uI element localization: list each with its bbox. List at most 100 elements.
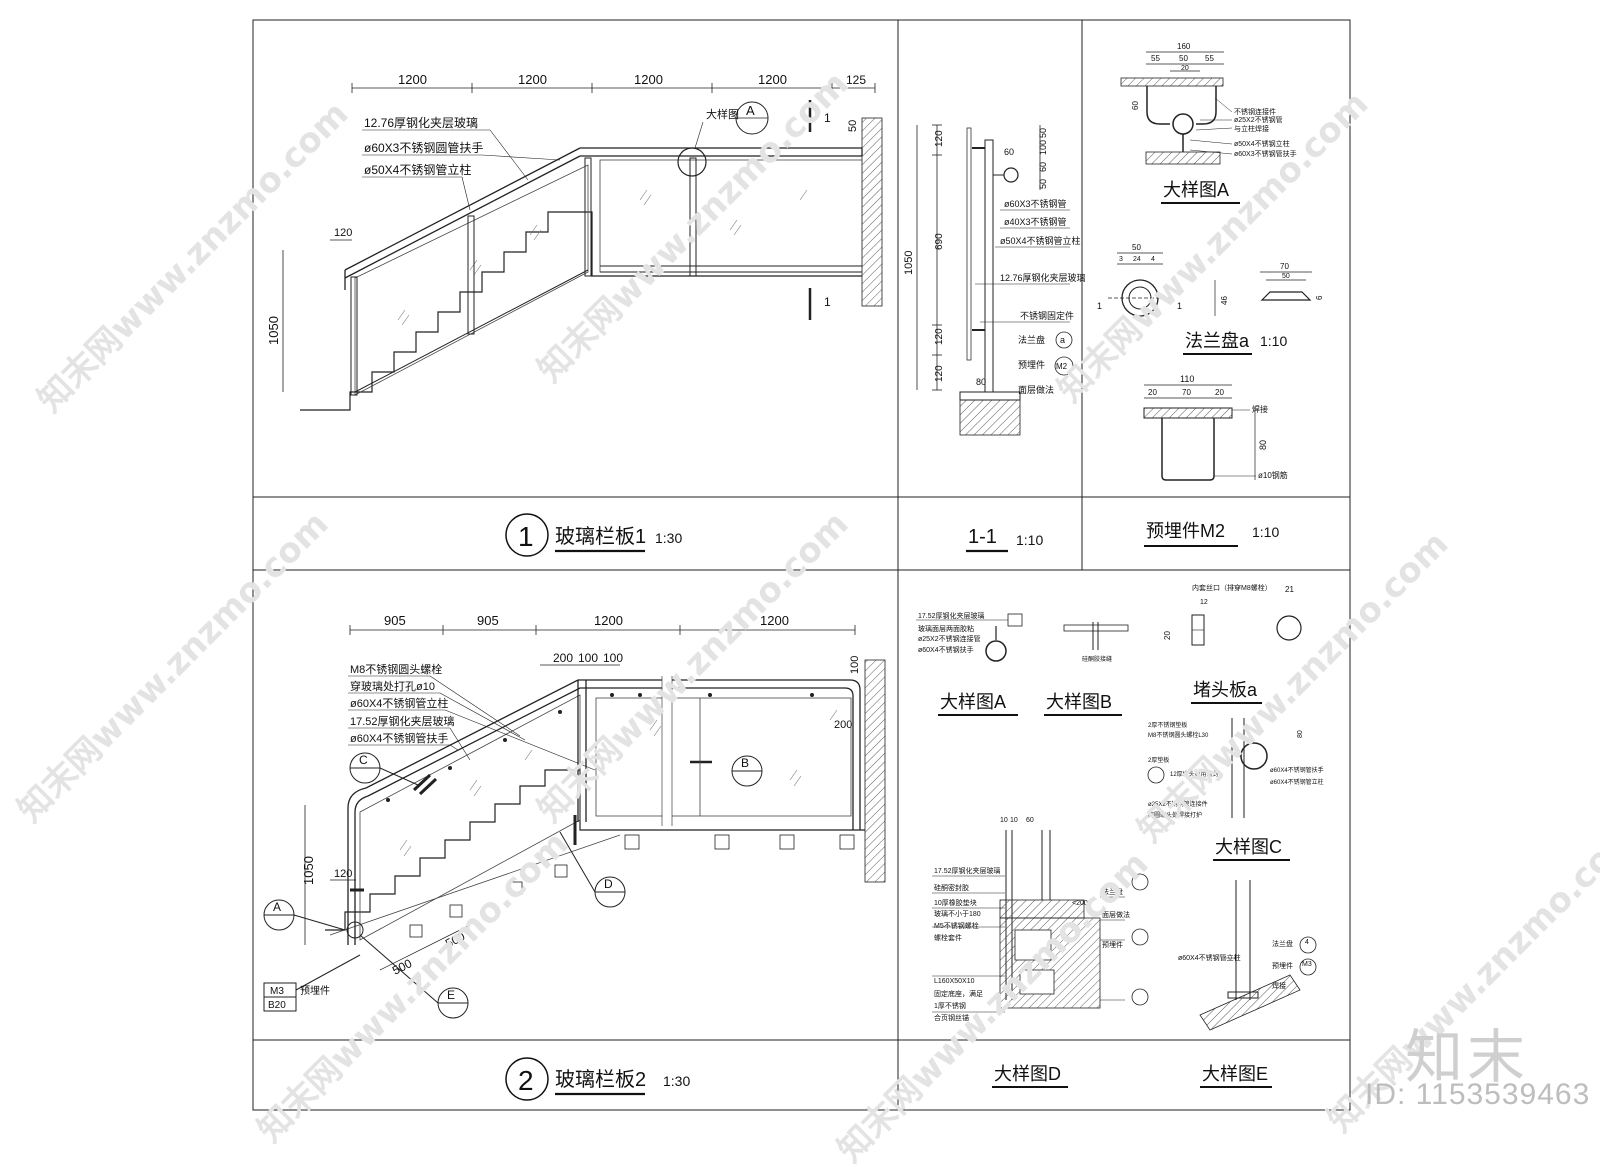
- ld-note-10: 合页钢丝锚: [934, 1013, 969, 1022]
- lc-note-3: 2厚垫板: [1148, 756, 1169, 764]
- p1-dim-post-offset: 120: [334, 227, 352, 239]
- m2-dim-110: 110: [1180, 374, 1194, 384]
- sec-note-6: 法兰盘: [1018, 334, 1045, 345]
- sec-title: 1-1: [968, 526, 997, 548]
- p1-dim-end: 125: [846, 73, 866, 87]
- sec-note-a: a: [1060, 335, 1065, 345]
- sec-dim-50a: 50: [1038, 128, 1048, 138]
- p1-scale: 1:30: [655, 530, 682, 546]
- le-slab: [1199, 974, 1301, 1031]
- a-note-4: ø50X4不锈钢立柱: [1234, 139, 1290, 148]
- ld-dim-60: 60: [1026, 817, 1034, 824]
- p2-stair-profile: [325, 769, 865, 931]
- m2-scale: 1:10: [1252, 524, 1279, 540]
- p2-note-bolt: M8不锈钢圆头螺栓: [350, 662, 442, 676]
- p1-section-bottom-label: 1: [824, 295, 831, 309]
- p2-glass-hatch: [399, 709, 838, 857]
- fl-label-1b: 1: [1177, 301, 1182, 311]
- ld-note-13: 预埋件: [1102, 940, 1123, 949]
- p1-posts: [350, 157, 697, 396]
- sec-note-8: 面层做法: [1018, 384, 1054, 395]
- m2-note-weld: 焊接: [1252, 404, 1268, 414]
- ld-note-8: 固定底座，满足: [934, 989, 983, 998]
- sec-note-2: ø40X3不锈钢管: [1004, 216, 1067, 227]
- a-pipe: [1172, 113, 1194, 135]
- p2-glass-sloped: [359, 694, 581, 941]
- p1-wall: [861, 117, 883, 307]
- a-dim-55a: 55: [1151, 54, 1160, 63]
- p1-note-post: ø50X4不锈钢管立柱: [364, 162, 471, 177]
- detail-e-title: 大样图E: [1202, 1064, 1268, 1084]
- p1-detail-label: 大样图: [706, 107, 739, 121]
- p2-title-number: 2: [518, 1065, 534, 1096]
- a-dim-55b: 55: [1205, 54, 1214, 63]
- lc-note-8: 两圆端头处焊接打护: [1148, 811, 1202, 819]
- ld-dim-10a: 10: [1000, 817, 1008, 824]
- p2-dim-b: 100: [578, 651, 598, 665]
- le-note-4: 焊接: [1272, 981, 1286, 990]
- p2-dim-2: 905: [477, 613, 499, 628]
- p2-dim-right2: 200: [834, 719, 852, 731]
- fl-dim-50: 50: [1132, 243, 1141, 252]
- sec-scale: 1:10: [1016, 532, 1043, 548]
- ld-note-11: 法兰盘: [1102, 887, 1123, 896]
- m2-title: 预埋件M2: [1146, 521, 1225, 541]
- p2-glass-flat: [595, 697, 852, 817]
- p1-detail-marker: [677, 147, 707, 177]
- p1-bottom-rail: [354, 265, 862, 393]
- p1-dim-height: 1050: [266, 316, 281, 345]
- m2-detail: 110 20 70 20 80 焊接 ø10钢筋 预埋件M2 1:10: [1143, 374, 1288, 547]
- detail-a-title: 大样图A: [940, 692, 1006, 712]
- p1-glass-sloped: [354, 164, 589, 396]
- p2-title: 玻璃栏板2: [555, 1068, 646, 1091]
- p2-dim-4: 1200: [760, 613, 789, 628]
- lc-note-2: M8不锈钢圆头螺栓L30: [1148, 731, 1209, 739]
- sec-glass: [966, 127, 972, 361]
- sec-dim-total: 1050: [903, 251, 915, 275]
- sheet-frame: [252, 19, 1351, 1111]
- la-note-3: ø25X2不锈钢连接管: [918, 634, 981, 643]
- fl-label-1a: 1: [1097, 301, 1102, 311]
- lc-note-5: ø25X2不锈钢管连接件: [1148, 800, 1208, 808]
- p2-bubble-a: A: [273, 900, 281, 914]
- p2-title-circle: [505, 1057, 549, 1101]
- p2-tag-b20: B20: [268, 1000, 286, 1011]
- le-dim-21: 21: [1285, 585, 1294, 594]
- lc-note-4: 12厚堵头板用胶封: [1170, 770, 1219, 778]
- a-dim-20: 20: [1181, 65, 1189, 72]
- m2-dim-20b: 20: [1215, 388, 1224, 397]
- le-tag-m3: M3: [1302, 961, 1312, 968]
- p2-note-handrail: ø60X4不锈钢管扶手: [350, 731, 448, 745]
- sec-note-7: 预埋件: [1018, 359, 1045, 370]
- la-note-2: 玻璃面层两面胶粘: [918, 624, 974, 633]
- p2-dim-post-offset: 120: [334, 868, 352, 880]
- a-dim-50: 50: [1179, 54, 1188, 63]
- drawing-sheet: 1200 1200 1200 1200 125 50: [252, 19, 1351, 1111]
- le-note-1: ø60X4不锈钢管立柱: [1178, 953, 1241, 962]
- p1-dim-wall: 50: [847, 120, 859, 132]
- sec-handrail: [1003, 167, 1019, 183]
- fl-dim-6: 6: [1315, 295, 1324, 300]
- a-note-2: ø25X2不锈钢管: [1234, 115, 1283, 124]
- detail-b-title: 大样图B: [1046, 692, 1112, 712]
- p1-dim-1: 1200: [398, 72, 427, 87]
- panel-2-elevation: 905 905 1200 1200 200 100 100 100 200: [263, 613, 886, 1101]
- le-dim-20: 20: [1163, 631, 1172, 640]
- lc-note-7: ø60X4不锈钢管立柱: [1270, 778, 1324, 786]
- ld-note-1: 17.52厚钢化夹层玻璃: [934, 866, 1001, 875]
- sec-dim-50b: 50: [1038, 179, 1048, 189]
- endplate-title: 堵头板a: [1193, 680, 1258, 700]
- lb-note-1: 硅酮胶接缝: [1082, 655, 1112, 663]
- fl-dim-24: 24: [1133, 256, 1141, 263]
- p2-note-glass: 17.52厚钢化夹层玻璃: [350, 714, 455, 728]
- lc-note-6: ø60X4不锈钢管扶手: [1270, 766, 1324, 774]
- p1-title-number: 1: [518, 521, 534, 552]
- detail-a-top: 160 55 50 55 20 60 不锈钢连接件 ø25X2不锈钢管 与立柱焊…: [1120, 42, 1297, 204]
- le-note-2: 法兰盘: [1272, 939, 1293, 948]
- p2-note-post: ø60X4不锈钢管立柱: [350, 696, 448, 710]
- ld-note-2: 硅酮密封胶: [934, 883, 969, 892]
- panel-1-elevation: 1200 1200 1200 1200 125 50: [266, 72, 883, 557]
- la-note-4: ø60X4不锈钢扶手: [918, 645, 974, 654]
- p1-dim-3: 1200: [634, 72, 663, 87]
- ld-note-4: 玻璃不小于180: [934, 909, 981, 918]
